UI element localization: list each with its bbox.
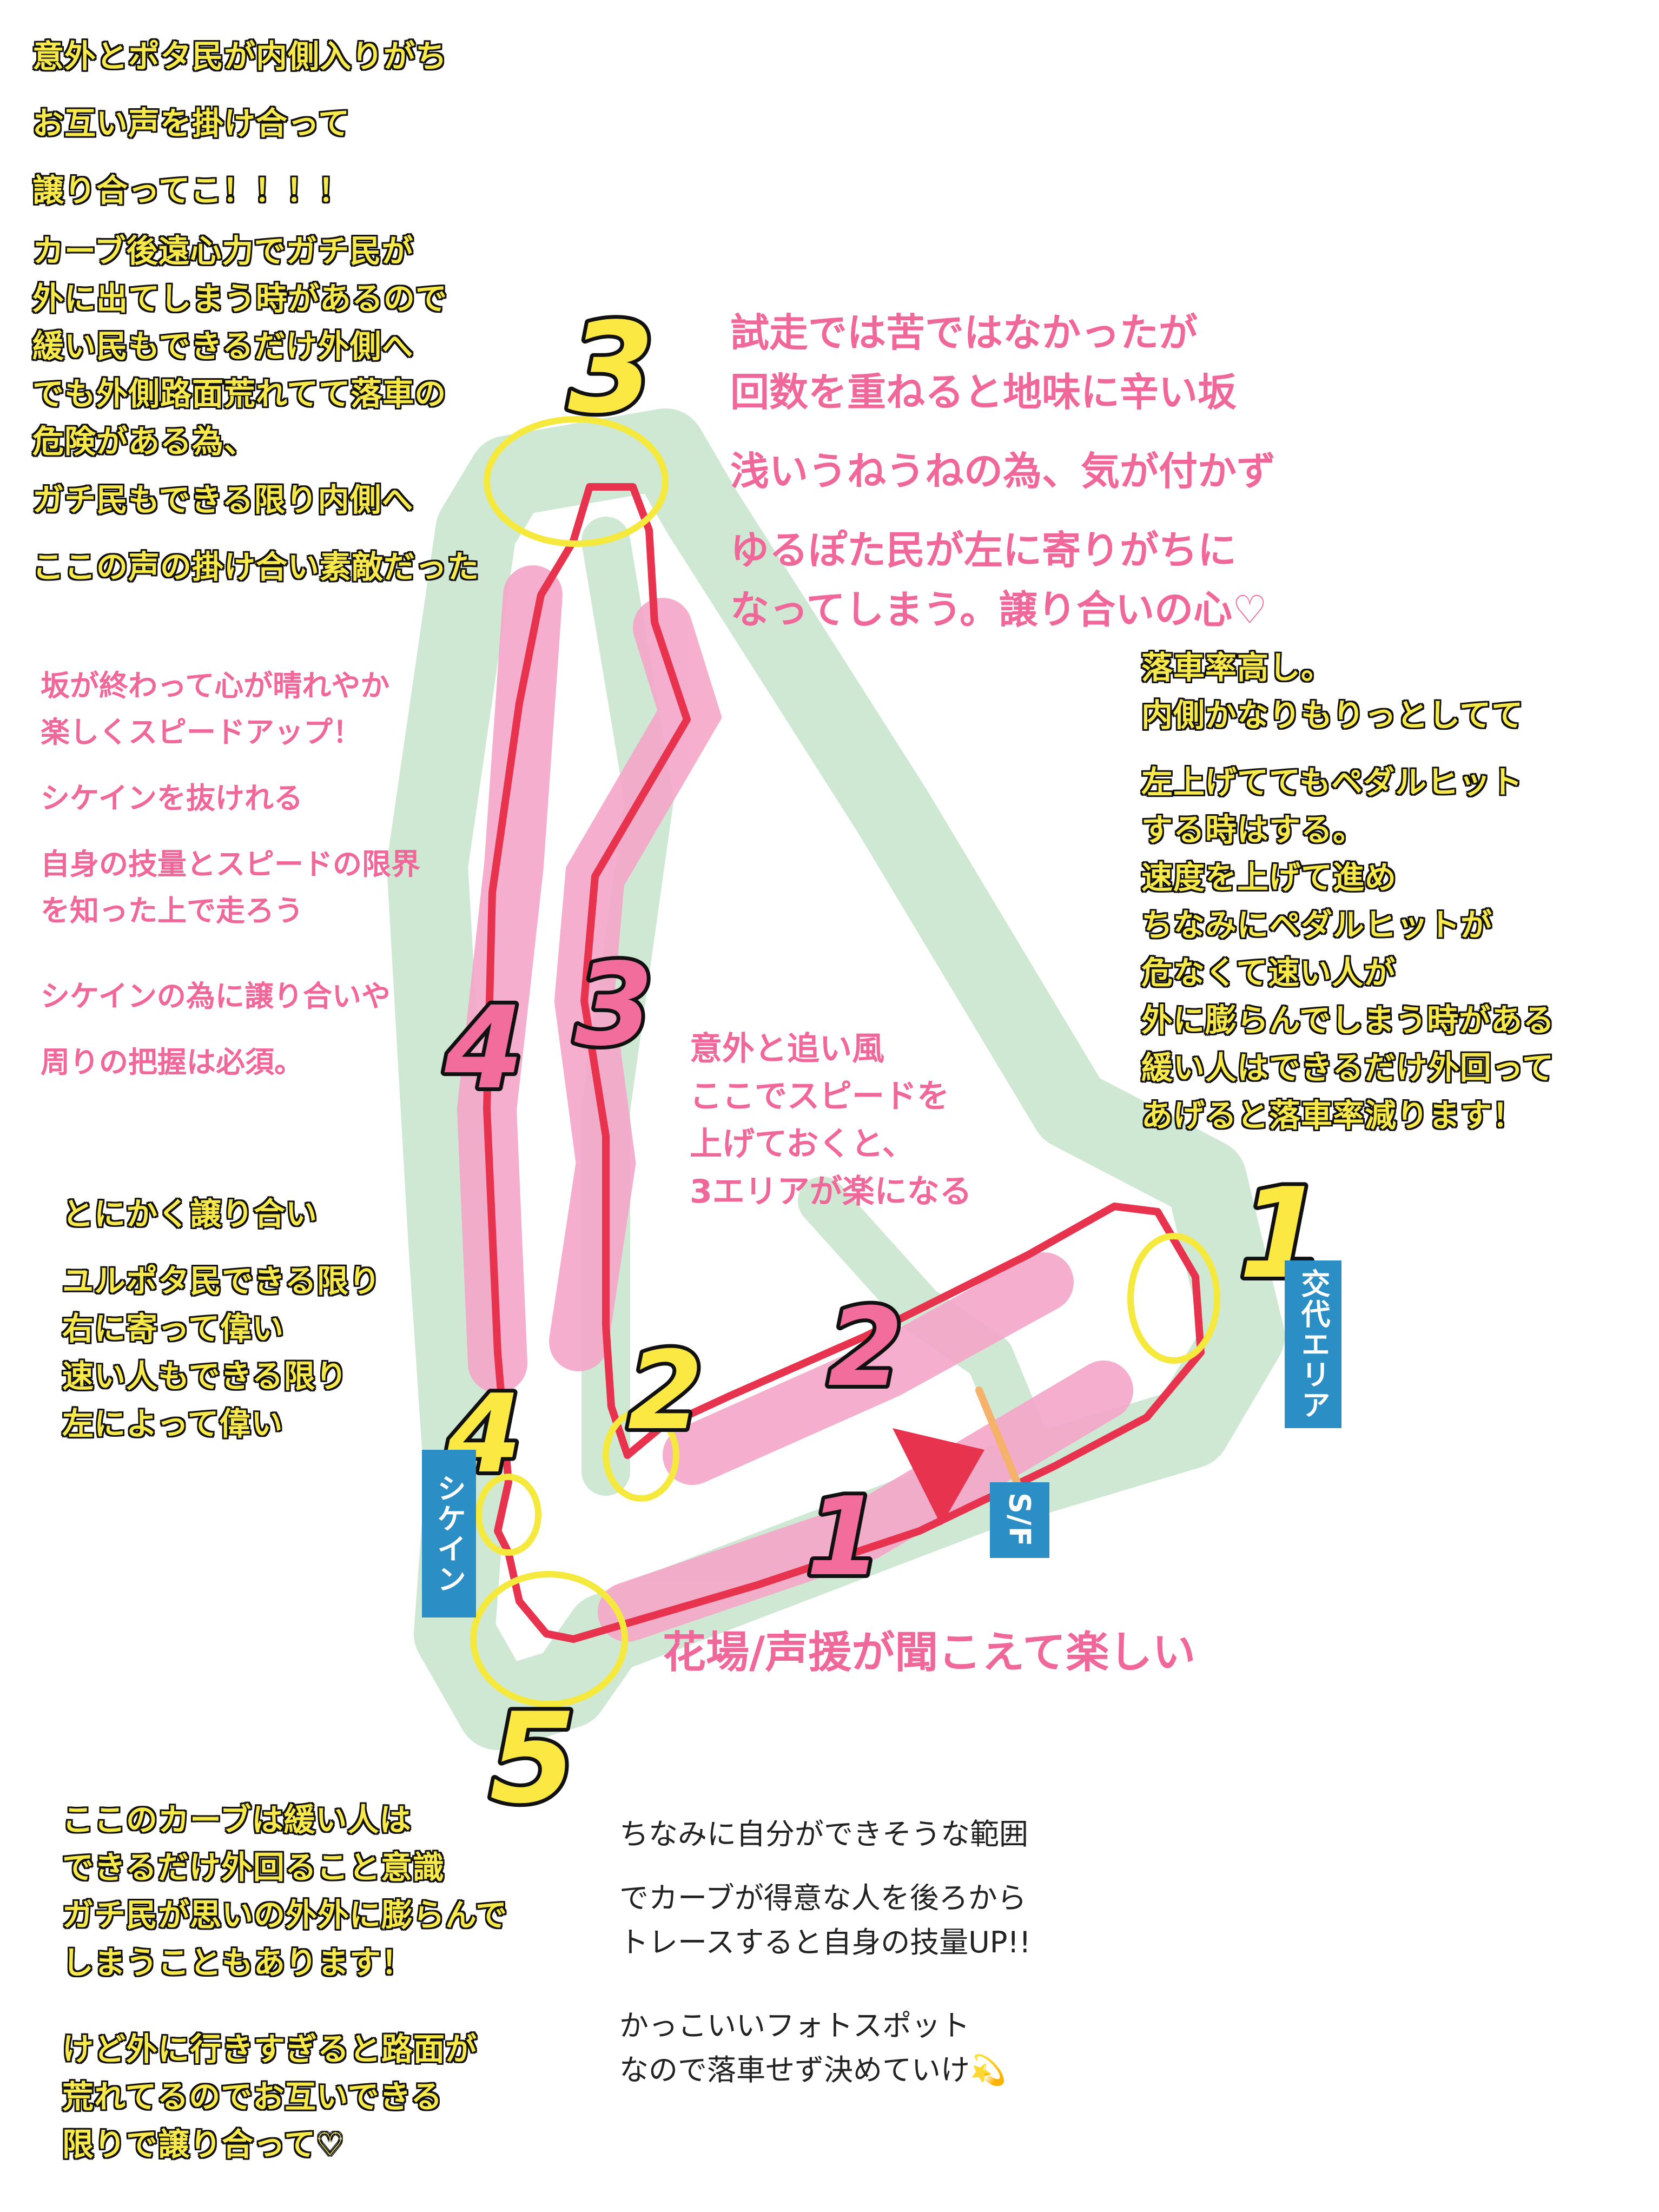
note-top-left-a: 意外とポタ民が内側入りがち お互い声を掛け合って 譲り合ってこ！！！！ — [32, 32, 447, 214]
corner-circle-4 — [475, 1474, 541, 1556]
note-line: ユルポタ民できる限り — [62, 1263, 381, 1299]
racing-line — [483, 483, 1205, 1643]
note-line: お互い声を掛け合って — [32, 105, 351, 142]
note-line: でカーブが得意な人を後ろから — [619, 1881, 1027, 1915]
corner-circle-5 — [470, 1571, 628, 1707]
note-line: 速い人もできる限り — [62, 1358, 348, 1395]
note-line: 左上げててもペダルヒット — [1141, 764, 1523, 801]
note-line: 左によって偉い — [62, 1405, 283, 1442]
exchange-area-sign: 交代エリア — [1285, 1260, 1341, 1428]
note-corner-5: ここのカーブは緩い人は できるだけ外回ること意識 ガチ民が思いの外外に膨らんで … — [62, 1796, 507, 2168]
note-flower-area: 花場/声援が聞こえて楽しい — [663, 1623, 1195, 1682]
note-line: でも外側路面荒れてて落車の — [32, 375, 447, 412]
note-line: ゆるぽた民が左に寄りがちに — [730, 527, 1237, 573]
note-line: シケインを抜けれる — [41, 781, 303, 815]
note-line: 回数を重ねると地味に辛い坂 — [730, 369, 1237, 415]
note-line: しまうこともあります！ — [62, 1944, 414, 1981]
note-line: 危険がある為、 — [32, 423, 256, 460]
note-line: 荒れてるのでお互いできる — [62, 2078, 443, 2115]
corner-circle-2 — [603, 1409, 679, 1502]
note-line: 外に出てしまう時があるので — [32, 280, 448, 317]
note-line: ガチ民もできる限り内側へ — [32, 481, 414, 518]
note-line: とにかく譲り合い — [62, 1196, 318, 1232]
section-marker-3: 3 — [574, 939, 653, 1071]
note-line: 内側かなりもりっとしてて — [1141, 697, 1524, 734]
note-line: あげると落車率減ります！ — [1141, 1097, 1525, 1134]
note-line: 坂が終わって心が晴れやか — [41, 669, 390, 703]
note-line: かっこいいフォトスポット — [619, 2009, 970, 2043]
note-slope: 試走では苦ではなかったが 回数を重ねると地味に辛い坂 浅いうねうねの為、気が付か… — [730, 303, 1275, 639]
note-chicane: とにかく譲り合い ユルポタ民できる限り 右に寄って偉い 速い人もできる限り 左に… — [62, 1190, 381, 1448]
note-line: カーブ後遠心力でガチ民が — [32, 233, 414, 269]
note-line: 楽しくスピードアップ！ — [41, 715, 362, 749]
highlight-section-1 — [598, 1361, 1133, 1642]
note-line: シケインの為に譲り合いや — [41, 979, 391, 1013]
note-line: 右に寄って偉い — [62, 1310, 285, 1347]
section-marker-2: 2 — [828, 1285, 903, 1411]
note-section-3: 意外と追い風 ここでスピードを 上げておくと、 3エリアが楽になる — [690, 1025, 972, 1216]
note-line: を知った上で走ろう — [41, 894, 303, 928]
section-marker-1: 1 — [806, 1474, 881, 1600]
chicane-sign: シケイン — [422, 1450, 476, 1617]
corner-marker-5: 5 — [490, 1687, 576, 1831]
note-line: けど外に行きすぎると路面が — [62, 2031, 478, 2068]
note-line: なので落車せず決めていけ💫 — [619, 2053, 1007, 2087]
note-line: 外に膨らんでしまう時がある — [1141, 1002, 1555, 1039]
note-line: できるだけ外回ること意識 — [62, 1849, 445, 1886]
note-line: ちなみに自分ができそうな範囲 — [619, 1817, 1028, 1851]
corner-marker-2: 2 — [627, 1328, 703, 1454]
corner-circles — [470, 416, 1220, 1707]
note-line: する時はする。 — [1141, 811, 1365, 848]
note-line: トレースすると自身の技量UP!! — [619, 1925, 1031, 1959]
note-line: ちなみにペダルヒットが — [1141, 907, 1493, 943]
note-corner-1: 落車率高し。 内側かなりもりっとしてて 左上げててもペダルヒット する時はする。… — [1141, 644, 1555, 1139]
corner-circle-3 — [484, 416, 669, 547]
note-line: 自身の技量とスピードの限界 — [41, 847, 420, 881]
highlight-section-2 — [663, 1252, 1074, 1485]
note-line: 意外と追い風 — [690, 1030, 884, 1068]
note-line: 緩い民もできるだけ外側へ — [32, 328, 414, 365]
note-top-left-c: ガチ民もできる限り内側へ ここの声の掛け合い素敵だった — [32, 476, 479, 591]
note-line: なってしまう。譲り合いの心♡ — [730, 587, 1267, 632]
direction-arrow-icon — [893, 1428, 984, 1526]
note-line: 浅いうねうねの為、気が付かず — [730, 448, 1276, 494]
corner-marker-3: 3 — [568, 296, 655, 441]
note-line: 落車率高し。 — [1141, 649, 1333, 686]
note-line: 周りの把握は必須。 — [41, 1045, 303, 1079]
note-line: ガチ民が思いの外外に膨らんで — [62, 1897, 508, 1933]
note-line: 限りで譲り合って♡ — [62, 2126, 345, 2163]
note-line: 意外とポタ民が内側入りがち — [32, 38, 448, 75]
note-line: 3エリアが楽になる — [690, 1173, 972, 1211]
note-line: 譲り合ってこ！！！！ — [32, 172, 351, 209]
note-line: 上げておくと、 — [690, 1125, 915, 1163]
note-line: 花場/声援が聞こえて楽しい — [663, 1627, 1196, 1678]
note-tips: ちなみに自分ができそうな範囲 でカーブが得意な人を後ろから トレースすると自身の… — [619, 1812, 1031, 2092]
note-line: 試走では苦ではなかったが — [730, 310, 1198, 355]
start-finish-sign: S/F — [990, 1482, 1049, 1558]
note-line: 危なくて速い人が — [1141, 954, 1396, 991]
note-line: ここでスピードを — [690, 1078, 949, 1115]
section-marker-4: 4 — [444, 982, 524, 1114]
note-line: 緩い人はできるだけ外回って — [1141, 1049, 1554, 1086]
note-top-left-b: カーブ後遠心力でガチ民が 外に出てしまう時があるので 緩い民もできるだけ外側へ … — [32, 227, 447, 465]
note-line: ここのカーブは緩い人は — [62, 1801, 412, 1838]
note-section-4: 坂が終わって心が晴れやか 楽しくスピードアップ！ シケインを抜けれる 自身の技量… — [41, 663, 420, 1086]
corner-circle-1 — [1127, 1233, 1220, 1364]
note-line: 速度を上げて進め — [1141, 859, 1397, 896]
start-finish-line — [975, 1386, 1021, 1486]
inner-road-c — [728, 549, 1074, 1133]
note-line: ここの声の掛け合い素敵だった — [32, 549, 480, 585]
